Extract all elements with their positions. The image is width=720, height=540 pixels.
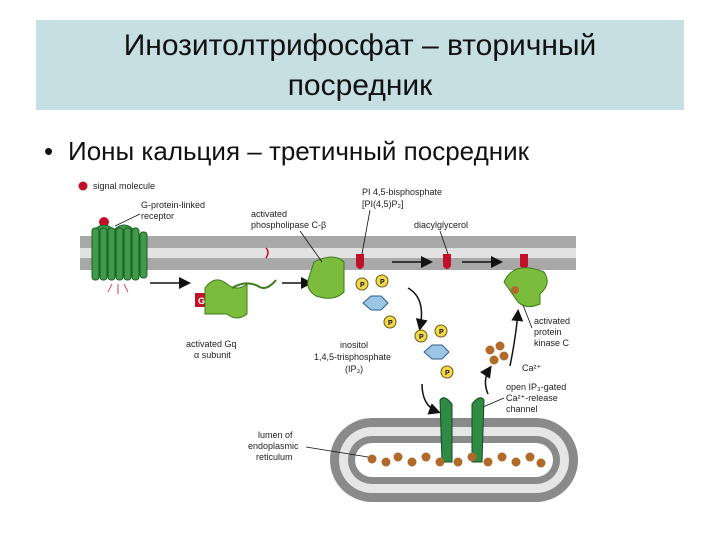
label-er-3: reticulum — [256, 452, 293, 462]
label-pkc-2: protein — [534, 327, 562, 337]
label-ip3-3: (IP₃) — [345, 364, 363, 374]
bullet-marker: • — [44, 136, 54, 166]
label-channel-2: Ca²⁺-release — [506, 393, 558, 403]
label-dag: diacylglycerol — [414, 220, 468, 230]
title-line-1: Инозитолтрифосфат – вторичный — [123, 29, 597, 62]
label-ca: Ca²⁺ — [522, 363, 542, 373]
label-channel-3: channel — [506, 404, 538, 414]
bullet-item: • Ионы кальция – третичный посредник — [44, 135, 529, 167]
phosphate-label-5: P — [439, 329, 444, 336]
calcium-ions-released — [485, 341, 509, 365]
label-er-2: endoplasmic — [248, 441, 299, 451]
pip2-lipid-icon — [356, 254, 364, 269]
ip3-gated-channel-icon — [439, 397, 485, 463]
diacylglycerol-icon — [443, 254, 451, 269]
title-line-2: посредник — [287, 69, 433, 102]
label-ip3-2: 1,4,5-trisphosphate — [314, 352, 391, 362]
label-channel-1: open IP₃-gated — [506, 382, 566, 392]
gq-alpha-subunit-icon — [204, 279, 248, 319]
label-receptor-1: G-protein-linked — [141, 200, 205, 210]
label-pip2-2: [PI(4,5)P₂] — [362, 199, 404, 209]
label-gq-2: α subunit — [194, 350, 231, 360]
phosphate-label-2: P — [380, 279, 385, 286]
label-gq-1: activated Gq — [186, 339, 237, 349]
calcium-ions-er — [367, 452, 546, 468]
label-ip3-1: inositol — [340, 340, 368, 350]
protein-kinase-c-icon — [503, 267, 548, 308]
label-receptor-2: receptor — [141, 211, 174, 221]
label-pkc-1: activated — [534, 316, 570, 326]
label-signal-molecule: signal molecule — [93, 181, 155, 191]
label-pkc-3: kinase C — [534, 338, 570, 348]
inositol-ring-icon — [362, 295, 389, 311]
phosphate-label-3: P — [388, 320, 393, 327]
bullet-text: Ионы кальция – третичный посредник — [68, 136, 529, 166]
phosphate-label-6: P — [445, 370, 450, 377]
phosphate-label-4: P — [419, 334, 424, 341]
receptor-icon — [91, 224, 148, 281]
ip3-icon — [423, 344, 450, 360]
label-plc-2: phospholipase C-β — [251, 220, 326, 230]
phospholipase-c-icon — [307, 256, 345, 299]
label-er-1: lumen of — [258, 430, 293, 440]
label-pip2-1: PI 4,5-bisphosphate — [362, 187, 442, 197]
activation-rays — [107, 283, 129, 294]
phosphate-label-1: P — [360, 282, 365, 289]
title-box: Инозитолтрифосфат – вторичный посредник — [36, 20, 684, 110]
label-plc-1: activated — [251, 209, 287, 219]
signal-molecule-icon — [78, 181, 109, 227]
